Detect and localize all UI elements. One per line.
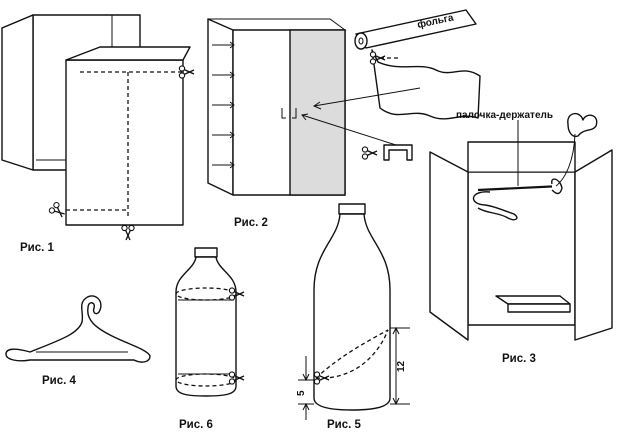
figure-3-caption: Рис. 3 <box>502 353 536 365</box>
figure-2-wardrobe <box>207 18 347 196</box>
figure-6-caption: Рис. 6 <box>179 419 213 431</box>
figure-2-caption: Рис. 2 <box>234 217 268 229</box>
figure-1-caption: Рис. 1 <box>20 242 55 254</box>
scissors-icon <box>121 224 135 241</box>
foil-roll <box>354 9 481 120</box>
figure-3-open-wardrobe <box>429 113 613 341</box>
figure-5-caption: Рис. 5 <box>327 419 362 431</box>
scissors-icon <box>47 200 68 221</box>
figure-4-hanger <box>5 295 151 363</box>
figure-1-box <box>1 14 195 241</box>
dimension-5: 5 <box>296 390 307 396</box>
figure-6-bottle <box>175 247 245 397</box>
foil-arrow <box>312 87 421 110</box>
holder-stick-label: палочка-держатель <box>456 110 553 121</box>
figure-5-bottle <box>298 203 410 420</box>
figure-4-caption: Рис. 4 <box>42 375 77 387</box>
bracket-icon <box>301 113 413 161</box>
dimension-12: 12 <box>396 360 407 372</box>
scissors-icon <box>361 146 378 160</box>
